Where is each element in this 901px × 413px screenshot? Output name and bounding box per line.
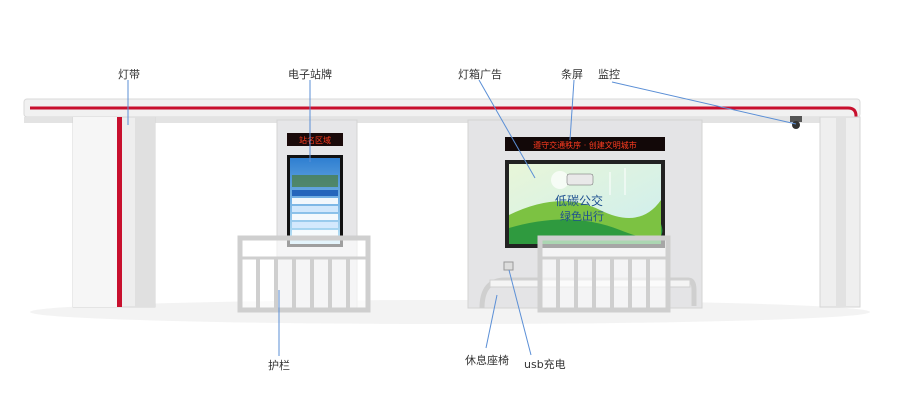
ground-shadow [30,300,870,324]
right-pillar [819,116,861,308]
roof [23,98,861,306]
ad-slogan-1: 低碳公交 [555,193,603,208]
label-camera: 监控 [598,68,620,81]
left-pillar [72,116,156,308]
label-bench: 休息座椅 [465,354,509,367]
label-electronic-stop-sign: 电子站牌 [288,68,332,81]
light-strip [117,117,122,307]
label-usb: usb充电 [524,358,566,371]
leader-lines [127,79,797,356]
guardrail-left [237,235,371,313]
guardrail-right [537,235,671,313]
ad-slogan-2: 绿色出行 [560,209,604,223]
label-guardrail: 护栏 [268,359,290,372]
sign-header-text: 站名区域 [299,135,331,145]
label-lightbox-ad: 灯箱广告 [458,68,502,81]
label-bar-screen: 条屏 [561,68,583,81]
bar-screen-text: 遵守交通秩序 · 创建文明城市 [533,140,637,150]
usb-port-icon [503,261,514,271]
label-light-strip: 灯带 [118,68,140,81]
bar-screen [505,137,665,151]
camera-icon [790,116,802,129]
